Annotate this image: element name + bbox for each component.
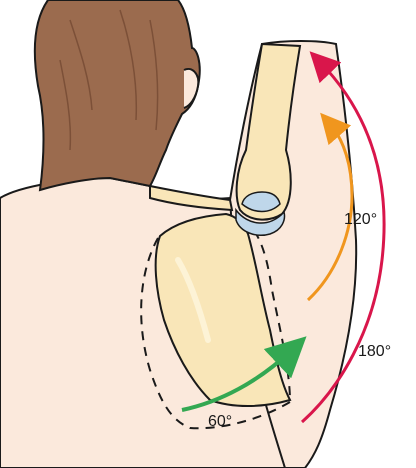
- label-120-degrees: 120°: [344, 211, 377, 228]
- glenoid-cartilage: [235, 207, 286, 236]
- scapula-outline: [140, 227, 292, 430]
- rotation-arrow-120: [306, 112, 354, 302]
- scapula-highlight: [175, 257, 211, 343]
- label-60-degrees: 60°: [208, 413, 232, 430]
- label-180-degrees: 180°: [358, 343, 391, 360]
- humerus: [235, 42, 302, 221]
- clavicle: [149, 184, 234, 212]
- head: [33, 0, 201, 192]
- rotation-arrow-180: [300, 51, 386, 424]
- humeral-head-cartilage: [241, 191, 281, 213]
- ear: [183, 68, 200, 109]
- scapula: [154, 212, 292, 407]
- hair-strands: [59, 9, 159, 151]
- rotation-arrow-60: [181, 336, 307, 412]
